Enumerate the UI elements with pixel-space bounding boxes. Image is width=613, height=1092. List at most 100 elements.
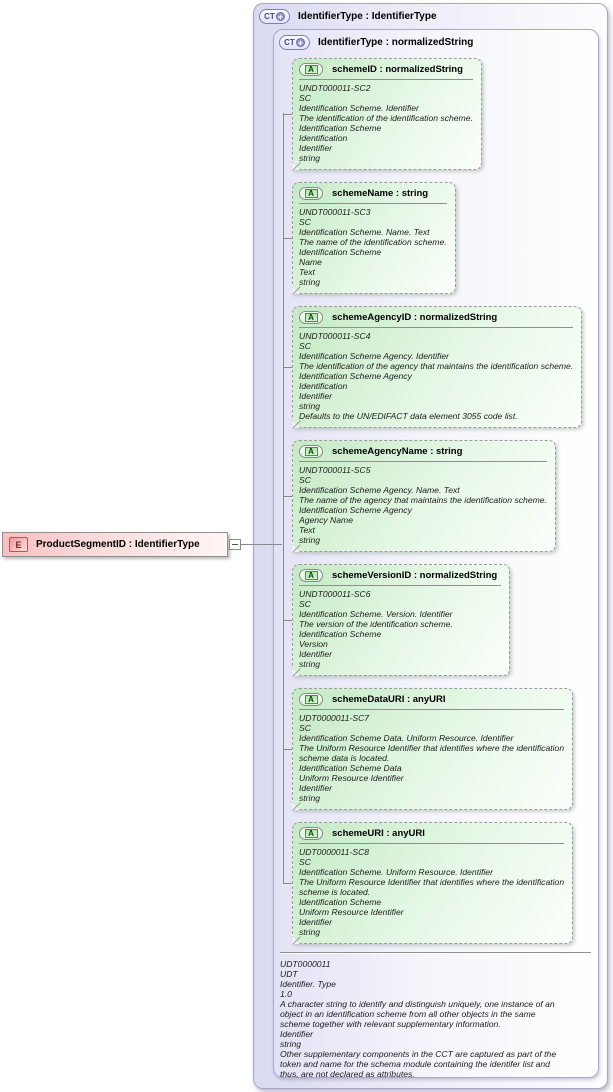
annotation-line: UDT0000011 [280,959,331,969]
attribute-header: A schemeVersionID : normalizedString [299,569,501,582]
attribute-name: schemeID : normalizedString [332,64,463,75]
annotation-line: The version of the identification scheme… [299,619,453,629]
attribute-list: A schemeID : normalizedString UNDT000011… [283,58,598,944]
annotation-line: UDT0000011-SC7 [299,713,370,723]
annotation-line: Text [299,525,315,535]
tree-branch-line [283,748,292,750]
complextype-icon: CT + [279,35,310,50]
annotation-line: Identification Scheme Data [299,763,402,773]
annotation-line: Uniform Resource Identifier [299,907,404,917]
attribute-row: A schemeAgencyName : string UNDT000011-S… [283,440,556,552]
attribute-header: A schemeURI : anyURI [299,827,564,840]
attribute-separator [299,843,565,844]
attribute-separator [299,709,565,710]
annotation-line: string [299,153,321,163]
annotation-line: Identification Scheme Agency [299,371,412,381]
annotation-line: Identifier [299,649,332,659]
attribute-row: A schemeAgencyID : normalizedString UNDT… [283,306,583,428]
simplecontent-normalizedstring-box: CT + IdentifierType : normalizedString A… [273,29,599,1079]
complextype-icon: CT + [259,9,290,24]
attribute-header: A schemeAgencyID : normalizedString [299,311,573,324]
tree-branch-line [283,366,292,368]
annotation-line: Identification Scheme Agency. Name. Text [299,485,460,495]
complextype-identifiertype-box: CT + IdentifierType : IdentifierType CT … [253,3,608,1089]
attribute-icon-letter: A [304,313,318,322]
annotation-line: object in an identification scheme from … [280,1009,536,1019]
annotation-line: string [299,793,321,803]
annotation-line: UNDT000011-SC2 [299,83,371,93]
outer-type-label: IdentifierType : IdentifierType [298,11,437,22]
attribute-icon-letter: A [304,829,318,838]
annotation-line: A character string to identify and disti… [280,999,555,1009]
annotation-line: Identifier. Type [280,979,336,989]
annotation-line: Identification Scheme [299,247,382,257]
annotation-line: Uniform Resource Identifier [299,773,404,783]
annotation-line: The Uniform Resource Identifier that ide… [299,743,565,753]
annotation-line: SC [299,217,311,227]
attribute-icon-letter: A [304,695,318,704]
annotation-line: SC [299,93,311,103]
annotation-line: Version [299,639,328,649]
annotation-line: Defaults to the UN/EDIFACT data element … [299,411,518,421]
annotation-line: string [299,277,321,287]
annotation-line: UNDT000011-SC3 [299,207,371,217]
attribute-icon: A [299,445,323,458]
collapse-handle[interactable] [229,539,241,550]
attribute-name: schemeAgencyID : normalizedString [332,312,498,323]
annotation-line: Identification Scheme. Identifier [299,103,419,113]
plus-icon: + [275,11,285,22]
attribute-icon-letter: A [304,189,318,198]
annotation-line: Identification Scheme Agency [299,505,412,515]
attribute-icon: A [299,693,323,706]
annotation-line: scheme is located. [299,887,371,897]
attribute-box[interactable]: A schemeID : normalizedString UNDT000011… [292,58,482,170]
annotation-line: Identification Scheme [299,897,382,907]
annotation-line: The Uniform Resource Identifier that ide… [299,877,565,887]
attribute-icon-letter: A [304,447,318,456]
annotation-line: UDT0000011-SC8 [299,847,370,857]
annotation-line: The identification of the agency that ma… [299,361,574,371]
minus-icon [232,544,238,545]
attribute-header: A schemeAgencyName : string [299,445,547,458]
annotation-line: UNDT000011-SC5 [299,465,371,475]
annotation-line: Agency Name [299,515,353,525]
element-icon: E [9,537,28,552]
attribute-box[interactable]: A schemeAgencyName : string UNDT000011-S… [292,440,556,552]
inner-type-header[interactable]: CT + IdentifierType : normalizedString [274,30,598,54]
attribute-name: schemeAgencyName : string [332,446,463,457]
annotation-line: scheme together with relevant supplement… [280,1019,501,1029]
annotation-line: SC [299,599,311,609]
attribute-box[interactable]: A schemeAgencyID : normalizedString UNDT… [292,306,583,428]
attribute-box[interactable]: A schemeVersionID : normalizedString UND… [292,564,511,676]
annotation-line: string [299,535,321,545]
element-productsegmentid[interactable]: E ProductSegmentID : IdentifierType [2,532,228,557]
attribute-row: A schemeID : normalizedString UNDT000011… [283,58,482,170]
attribute-icon: A [299,63,323,76]
annotation-line: Identifier [280,1029,313,1039]
attribute-icon: A [299,311,323,324]
annotation-line: UDT [280,969,298,979]
annotation-line: Identifier [299,917,332,927]
attribute-header: A schemeDataURI : anyURI [299,693,564,706]
annotation-line: Identification Scheme [299,629,382,639]
annotation-line: Identification Scheme. Uniform Resource.… [299,867,493,877]
attribute-name: schemeDataURI : anyURI [332,694,446,705]
tree-branch-line [283,237,292,239]
attribute-header: A schemeID : normalizedString [299,63,473,76]
annotation-line: Identification Scheme [299,123,382,133]
annotation-line: UNDT000011-SC4 [299,331,371,341]
outer-type-header[interactable]: CT + IdentifierType : IdentifierType [254,4,607,28]
attribute-icon: A [299,187,323,200]
attribute-icon-letter: A [304,571,318,580]
